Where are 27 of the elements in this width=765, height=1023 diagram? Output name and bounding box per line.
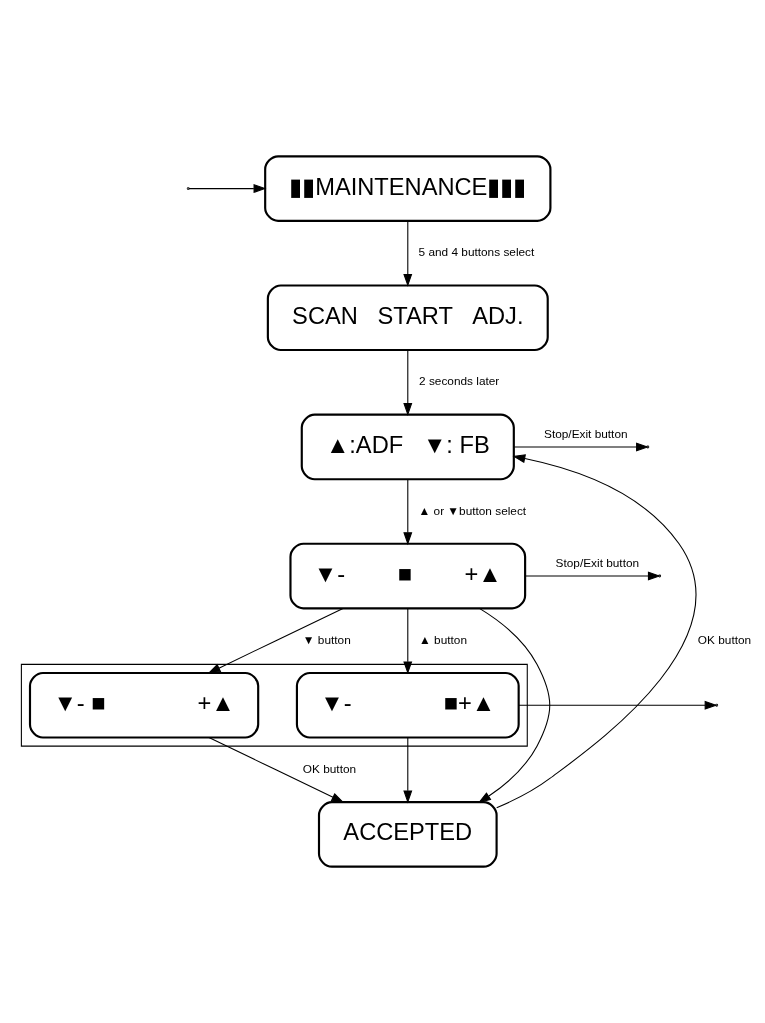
node-box: ACCEPTED <box>317 801 498 868</box>
edge-label: ▲ or ▼button select <box>418 503 527 518</box>
edge-label: Stop/Exit button <box>544 427 628 442</box>
arrow <box>403 737 413 804</box>
arrow <box>496 454 697 809</box>
edge-label: OK button <box>697 632 752 647</box>
arrow <box>403 349 413 416</box>
edge-label: Stop/Exit button <box>555 556 640 571</box>
node-box: ▼- ■ +▲ <box>28 671 260 739</box>
edge-label: ▲ button <box>419 632 467 647</box>
arrow <box>188 184 267 194</box>
arrow <box>403 608 413 675</box>
arrow <box>208 737 345 803</box>
arrow <box>403 220 413 287</box>
node-box: ▼- ■ +▲ <box>289 542 527 610</box>
node-box: ▮▮MAINTENANCE▮▮▮ <box>264 155 552 222</box>
arrow <box>478 607 551 803</box>
node-box: SCAN START ADJ. <box>266 284 549 352</box>
node-box: ▼- ■+▲ <box>295 671 520 739</box>
arrow <box>207 607 344 674</box>
node-box: ▲:ADF ▼: FB <box>300 413 515 481</box>
edge-label: OK button <box>302 761 357 776</box>
edge-label: 5 and 4 buttons select <box>418 245 535 260</box>
edge-label: ▼ button <box>302 632 351 647</box>
edge-label: 2 seconds later <box>419 374 500 389</box>
arrow <box>518 700 718 710</box>
arrow <box>403 478 413 546</box>
